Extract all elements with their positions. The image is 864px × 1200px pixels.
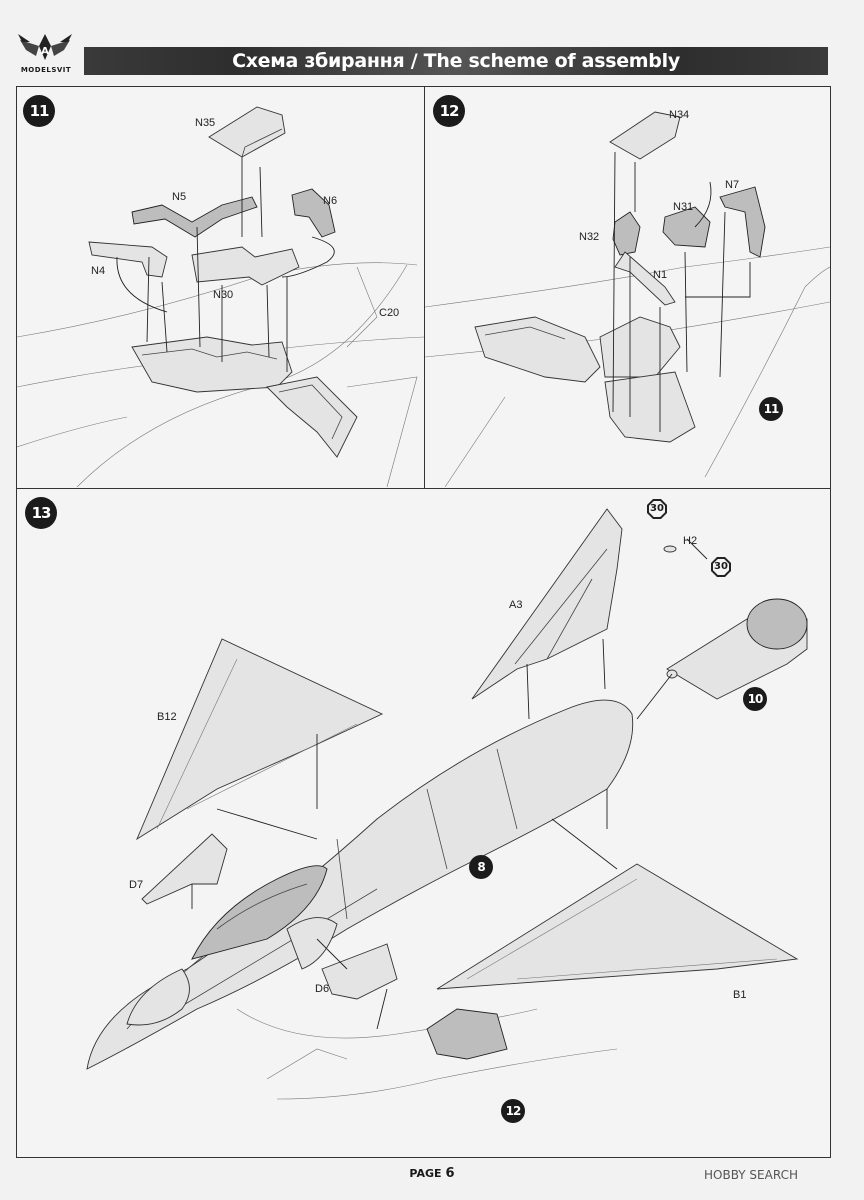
- step-11-badge: 11: [23, 95, 55, 127]
- step-13-diagram: [86, 508, 808, 1100]
- part-label-d7: D7: [129, 879, 144, 891]
- step-11-panel: 11 N35 N5 N6 N4 N30 C20: [16, 86, 425, 490]
- part-label-d6: D6: [315, 983, 330, 995]
- page-title: Схема збирання / The scheme of assembly: [84, 47, 828, 75]
- step-12-ref-11-badge: 11: [759, 397, 783, 421]
- part-label-n5: N5: [172, 191, 187, 203]
- step-13-panel: 13 A3 H2 B12 D7 D6 B1 30 30 10 8 12: [16, 488, 831, 1158]
- part-label-b1: B1: [733, 989, 747, 1001]
- part-label-c20: C20: [379, 307, 400, 319]
- part-label-n6: N6: [323, 195, 338, 207]
- part-label-n31: N31: [673, 201, 694, 213]
- ref-badge-fuselage: 8: [469, 855, 493, 879]
- part-label-n35: N35: [195, 117, 216, 129]
- step-12-badge: 12: [433, 95, 465, 127]
- watermark-text: HOBBY SEARCH: [704, 1168, 798, 1182]
- paint-callout-badge: 30: [711, 557, 731, 577]
- svg-text:A: A: [41, 46, 49, 57]
- part-label-h2: H2: [683, 535, 698, 547]
- page-number-value: 6: [445, 1166, 455, 1181]
- part-label-n7: N7: [725, 179, 740, 191]
- part-label-n32: N32: [579, 231, 600, 243]
- part-label-b12: B12: [157, 711, 177, 723]
- step-12-panel: 12 N34 N31 N7 N32 N1 11: [424, 86, 831, 490]
- logo-text: MODELSVIT: [20, 66, 72, 74]
- ref-badge-engine: 10: [743, 687, 767, 711]
- watermark: HOBBY SEARCH: [704, 1168, 798, 1182]
- part-label-a3: A3: [509, 599, 523, 611]
- step-13-badge: 13: [25, 497, 57, 529]
- step-11-diagram: [17, 106, 424, 488]
- modelsvit-logo: A: [18, 34, 72, 60]
- page-label: PAGE: [409, 1167, 442, 1180]
- part-label-n1: N1: [653, 269, 668, 281]
- part-label-n4: N4: [91, 265, 106, 277]
- part-label-n34: N34: [669, 109, 690, 121]
- step-12-diagram: [425, 111, 830, 488]
- paint-callout-badge: 30: [647, 499, 667, 519]
- ref-badge-cockpit: 12: [501, 1099, 525, 1123]
- part-label-n30: N30: [213, 289, 234, 301]
